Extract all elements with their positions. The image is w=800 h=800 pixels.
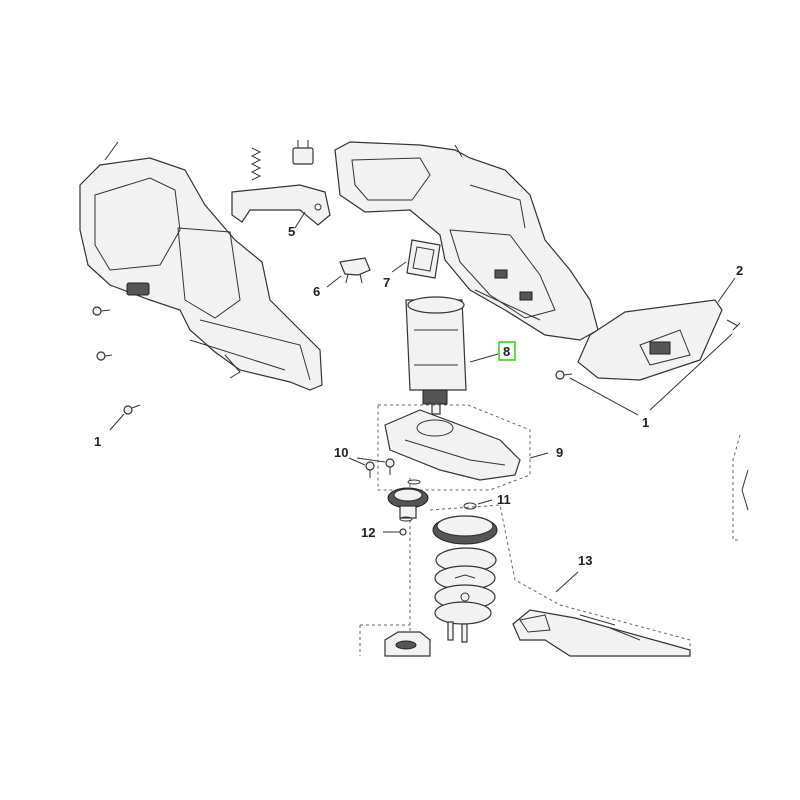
motor-part-8 (405, 296, 516, 415)
callout-2: 2 (736, 263, 743, 278)
right-housing-half (334, 141, 599, 341)
callout-10: 10 (334, 445, 348, 460)
callout-6: 6 (313, 284, 320, 299)
callout-1-right: 1 (642, 415, 649, 430)
callout-8-highlight-box (498, 341, 516, 361)
screw-icon (92, 306, 111, 316)
screw-icon (555, 370, 573, 380)
callout-9: 9 (556, 445, 563, 460)
callout-5: 5 (288, 224, 295, 239)
left-housing-half (79, 141, 323, 391)
spring-and-switch (250, 140, 314, 181)
gearbox-housing-part-9 (377, 404, 549, 491)
lower-part-partial (384, 631, 431, 657)
callout-13: 13 (578, 553, 592, 568)
callout-11: 11 (497, 492, 511, 507)
callout-12: 12 (361, 525, 375, 540)
guard-part-2 (577, 277, 741, 381)
trigger-part-5 (231, 184, 331, 229)
callout-1-left: 1 (94, 434, 101, 449)
screw-icon (123, 404, 141, 415)
screws-part-10 (348, 457, 395, 478)
screw-icon (96, 351, 113, 361)
label-plate-part-7 (391, 239, 441, 279)
callout-8: 8 (503, 344, 510, 359)
blade-bar-part-13 (512, 571, 691, 657)
large-gear-and-plates (359, 504, 691, 656)
right-edge-partial (732, 434, 749, 541)
callout-7: 7 (383, 275, 390, 290)
switch-part-6 (326, 257, 371, 288)
screws (92, 306, 573, 415)
